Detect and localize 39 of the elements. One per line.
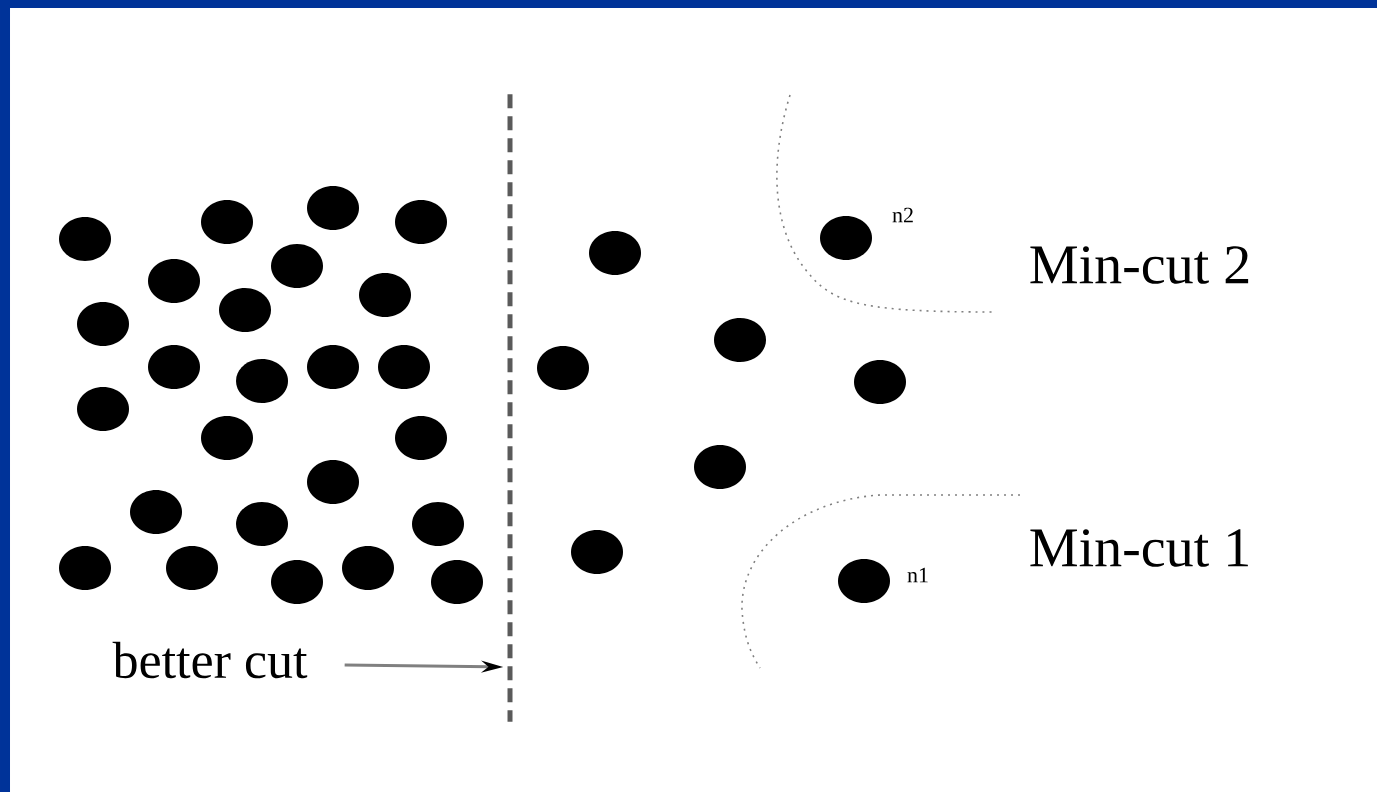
dot (236, 359, 288, 403)
dot (148, 259, 200, 303)
cut-line (507, 94, 513, 722)
cut-label: Min-cut 1 (1030, 529, 1248, 567)
dot (431, 560, 483, 604)
dot (395, 200, 447, 244)
dot (77, 302, 129, 346)
cut-label: Min-cut 2 (1030, 246, 1249, 284)
dot (307, 460, 359, 504)
dot (589, 231, 641, 275)
dot (378, 345, 430, 389)
dot (694, 445, 746, 489)
dot (271, 244, 323, 288)
dot (271, 560, 323, 604)
dot (359, 273, 411, 317)
dot (838, 559, 890, 603)
dot (714, 318, 766, 362)
dot (854, 360, 906, 404)
dot (537, 346, 589, 390)
dot (166, 546, 218, 590)
dot (412, 502, 464, 546)
dot (59, 546, 111, 590)
dot (148, 345, 200, 389)
dot (201, 200, 253, 244)
dot (307, 345, 359, 389)
dot (130, 490, 182, 534)
dot (201, 416, 253, 460)
dot (571, 530, 623, 574)
dot (59, 217, 111, 261)
text-label: better cut (112, 641, 308, 679)
node-name: n2 (892, 207, 913, 223)
dot (77, 387, 129, 431)
dot (236, 502, 288, 546)
dot (342, 546, 394, 590)
node-name: n1 (907, 567, 928, 583)
dot (219, 288, 271, 332)
dot (307, 186, 359, 230)
dot (395, 416, 447, 460)
dot (820, 216, 872, 260)
